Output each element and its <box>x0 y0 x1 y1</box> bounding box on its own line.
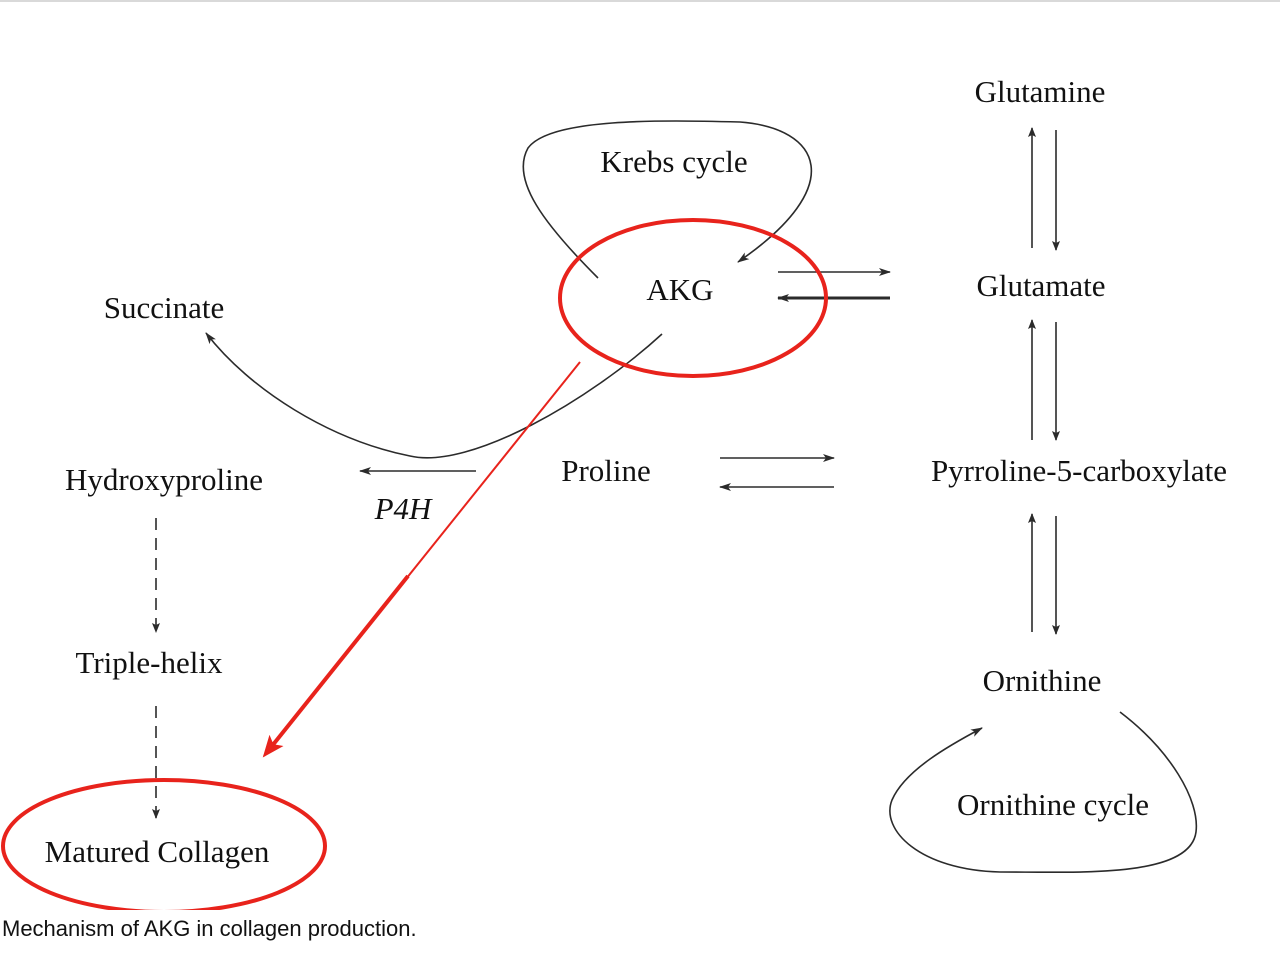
hydroxyproline-label: Hydroxyproline <box>65 462 263 497</box>
ornithine-cycle-loop-arrow <box>889 711 1198 874</box>
glutamine-label: Glutamine <box>975 74 1106 109</box>
triple-helix-label: Triple-helix <box>76 645 223 680</box>
p4h-enzyme-label: P4H <box>374 491 433 526</box>
ornithine-cycle-label: Ornithine cycle <box>957 787 1149 822</box>
akg-collagen-pathway-diagram: Glutamine Krebs cycle AKG Glutamate Succ… <box>1 74 1227 910</box>
glutamate-label: Glutamate <box>976 268 1105 303</box>
figure-caption: Mechanism of AKG in collagen production. <box>2 916 417 941</box>
matured-collagen-highlight-circle <box>1 778 327 910</box>
top-divider <box>0 0 1280 2</box>
krebs-cycle-label: Krebs cycle <box>600 144 747 179</box>
akg-to-collagen-highlight-arrow-thick <box>270 574 410 748</box>
proline-label: Proline <box>561 453 651 488</box>
akg-to-succinate-arrow <box>205 332 663 459</box>
ornithine-label: Ornithine <box>983 663 1102 698</box>
akg-label: AKG <box>646 272 713 307</box>
pyrroline-5-carboxylate-label: Pyrroline-5-carboxylate <box>931 453 1227 488</box>
akg-highlight-circle <box>558 218 828 378</box>
succinate-label: Succinate <box>104 290 225 325</box>
matured-collagen-label: Matured Collagen <box>45 834 270 869</box>
krebs-cycle-loop-arrow <box>522 120 813 279</box>
